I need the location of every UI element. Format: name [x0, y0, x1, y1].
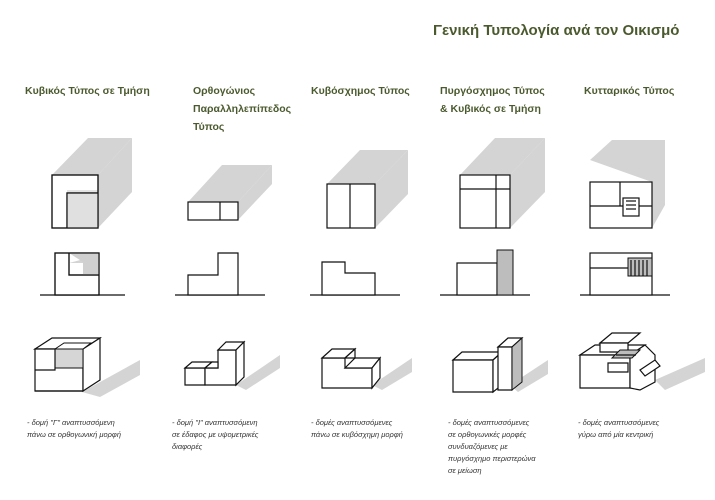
- column-2-heading-line: Παραλληλεπίπεδος: [193, 103, 292, 115]
- description-line: - δομές αναπτυσσόμενες: [578, 418, 660, 427]
- description-line: πυργόσχημο περιστερώνα: [448, 454, 536, 463]
- column-1-description: - δομή "Γ" αναπτυσσόμενη πάνω σε ορθογων…: [27, 417, 121, 441]
- column-3-description: - δομές αναπτυσσόμενες πάνω σε κυβόσχημη…: [311, 417, 403, 441]
- description-line: σε ορθογωνικές μορφές: [448, 430, 527, 439]
- column-4-heading: Πυργόσχημος Τύπος & Κυβικός σε Τμήση: [440, 82, 545, 118]
- description-line: συνδυαζόμενες με: [448, 442, 508, 451]
- description-line: - δομή "Ι" αναπτυσσόμενη: [172, 418, 258, 427]
- column-4-heading-line: & Κυβικός σε Τμήση: [440, 103, 541, 115]
- description-line: - δομές αναπτυσσόμενες: [448, 418, 530, 427]
- description-line: σε μείωση: [448, 466, 482, 475]
- column-2-axonometric-drawing: [183, 340, 280, 390]
- description-line: - δομές αναπτυσσόμενες: [311, 418, 393, 427]
- description-line: - δομή "Γ" αναπτυσσόμενη: [27, 418, 115, 427]
- column-5-heading-line: Κυτταρικός Τύπος: [584, 85, 675, 97]
- page-title: Γενική Τυπολογία ανά τον Οικισμό: [433, 22, 680, 39]
- column-1-axonometric-drawing: [32, 336, 140, 397]
- column-2-elevation-drawing: [187, 252, 239, 296]
- column-5-elevation-drawing: [589, 252, 653, 296]
- column-3-heading: Κυβόσχημος Τύπος: [311, 82, 410, 100]
- column-5-axonometric-drawing: [578, 332, 705, 391]
- column-5-plan-drawing: [589, 140, 665, 229]
- column-3-elevation-drawing: [321, 261, 376, 296]
- column-4-heading-line: Πυργόσχημος Τύπος: [440, 85, 545, 97]
- column-1-heading-line: Κυβικός Τύπος σε Τμήση: [25, 85, 150, 97]
- column-3-plan-drawing: [326, 150, 408, 229]
- column-1-elevation-drawing: [54, 252, 100, 296]
- description-line: πάνω σε ορθογωνική μορφή: [27, 430, 121, 439]
- column-2-description: - δομή "Ι" αναπτυσσόμενη σε έδαφος με υψ…: [172, 417, 258, 453]
- column-3-heading-line: Κυβόσχημος Τύπος: [311, 85, 410, 97]
- description-line: γύρω από μία κεντρική: [578, 430, 654, 439]
- column-4-description: - δομές αναπτυσσόμενες σε ορθογωνικές μο…: [448, 417, 536, 477]
- column-5-heading: Κυτταρικός Τύπος: [584, 82, 674, 100]
- column-4-plan-drawing: [459, 138, 545, 229]
- column-1-plan-drawing: [51, 138, 132, 229]
- description-line: πάνω σε κυβόσχημη μορφή: [311, 430, 403, 439]
- description-line: διαφορές: [172, 442, 203, 451]
- column-2-heading-line: Τύπος: [193, 121, 225, 133]
- description-line: σε έδαφος με υψομετρικές: [172, 430, 259, 439]
- column-2-plan-drawing: [187, 165, 272, 221]
- column-5-description: - δομές αναπτυσσόμενες γύρω από μία κεντ…: [578, 417, 659, 441]
- column-2-heading-line: Ορθογώνιος: [193, 85, 256, 97]
- column-1-heading: Κυβικός Τύπος σε Τμήση: [25, 82, 150, 100]
- column-4-elevation-drawing: [456, 249, 514, 296]
- column-4-axonometric-drawing: [451, 336, 548, 394]
- column-3-axonometric-drawing: [320, 347, 412, 390]
- column-2-heading: Ορθογώνιος Παραλληλεπίπεδος Τύπος: [193, 82, 291, 136]
